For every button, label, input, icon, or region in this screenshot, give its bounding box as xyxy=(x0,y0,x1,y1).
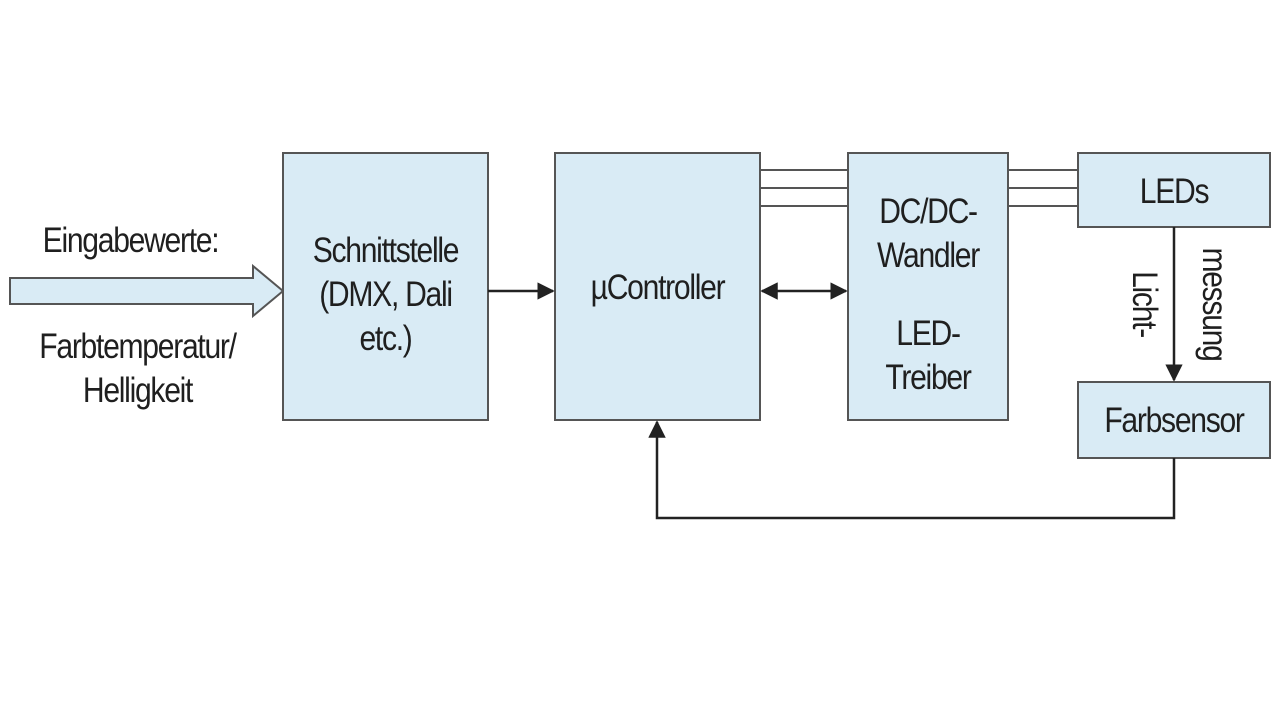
interface-block xyxy=(282,152,489,421)
sensor-to-controller-feedback-arrow xyxy=(648,420,1176,520)
driver-label-top: DC/DC- Wandler xyxy=(877,192,980,275)
driver-block xyxy=(847,152,1009,421)
light-measurement-label-1: Licht- xyxy=(1125,271,1164,337)
interface-label: Schnittstelle (DMX, Dali etc.) xyxy=(312,231,460,358)
driver-label-bottom: LED- Treiber xyxy=(885,314,971,397)
sensor-label: Farbsensor xyxy=(1104,401,1245,440)
controller-block xyxy=(554,152,761,421)
leds-block xyxy=(1077,152,1271,228)
leds-label: LEDs xyxy=(1139,172,1210,211)
input-label-top: Eingabewerte: xyxy=(42,221,220,260)
light-measurement-label-2: messung xyxy=(1195,247,1234,361)
controller-driver-channel-lines xyxy=(760,169,848,207)
sensor-block xyxy=(1077,381,1271,459)
input-arrow xyxy=(9,263,285,319)
input-label-bottom: Farbtemperatur/ Helligkeit xyxy=(39,327,237,410)
driver-leds-channel-lines xyxy=(1008,169,1078,207)
controller-label: µController xyxy=(590,268,726,307)
